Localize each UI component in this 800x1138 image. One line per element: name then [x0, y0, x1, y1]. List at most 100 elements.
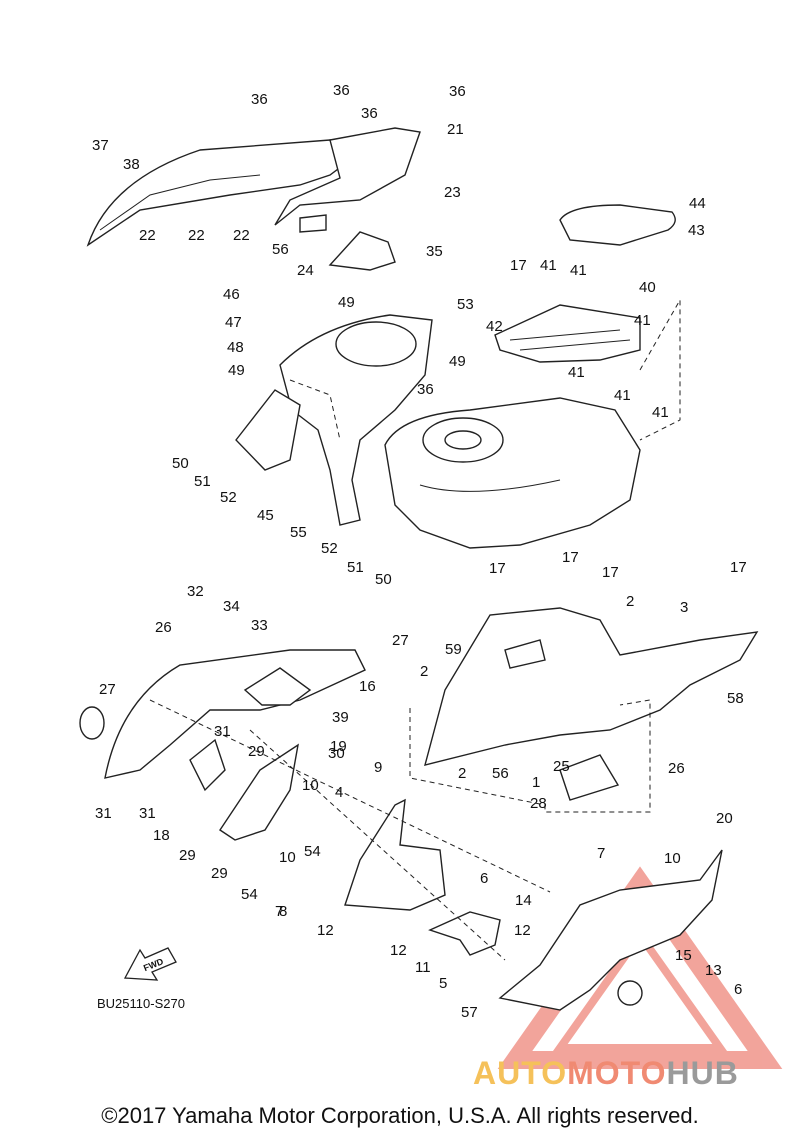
- callout-41: 41: [634, 312, 651, 329]
- callout-6: 6: [734, 981, 742, 998]
- callout-10: 10: [279, 849, 296, 866]
- callout-3: 3: [680, 599, 688, 616]
- callout-26: 26: [155, 619, 172, 636]
- callout-59: 59: [445, 641, 462, 658]
- diagram-code: BU25110-S270: [97, 996, 185, 1011]
- callout-14: 14: [515, 892, 532, 909]
- callout-23: 23: [444, 184, 461, 201]
- callout-4: 4: [335, 784, 343, 801]
- callout-41: 41: [540, 257, 557, 274]
- callout-26: 26: [668, 760, 685, 777]
- callout-51: 51: [347, 559, 364, 576]
- reference-box-tank: [639, 298, 681, 441]
- callout-2: 2: [626, 593, 634, 610]
- rear-cover-43: [559, 204, 676, 246]
- side-cowl-25: [79, 649, 366, 779]
- callout-12: 12: [390, 942, 407, 959]
- callout-57: 57: [461, 1004, 478, 1021]
- callout-12: 12: [317, 922, 334, 939]
- inner-panel-8: [344, 798, 446, 911]
- callout-34: 34: [223, 598, 240, 615]
- callout-52: 52: [321, 540, 338, 557]
- callout-36: 36: [417, 381, 434, 398]
- brackets-28-30: [189, 738, 299, 841]
- callout-49: 49: [338, 294, 355, 311]
- watermark-auto: AUTO: [473, 1055, 568, 1091]
- callout-38: 38: [123, 156, 140, 173]
- callout-40: 40: [639, 279, 656, 296]
- callout-17: 17: [602, 564, 619, 581]
- callout-31: 31: [139, 805, 156, 822]
- callout-41: 41: [652, 404, 669, 421]
- callout-29: 29: [179, 847, 196, 864]
- callout-16: 16: [359, 678, 376, 695]
- callout-6: 6: [480, 870, 488, 887]
- watermark-text: AUTOMOTOHUB: [473, 1055, 739, 1092]
- callout-25: 25: [553, 758, 570, 775]
- callout-43: 43: [688, 222, 705, 239]
- watermark-moto: MOTO: [567, 1055, 667, 1091]
- fwd-arrow-icon: FWD: [123, 947, 177, 981]
- callout-19: 19: [330, 738, 347, 755]
- tank-cover-45: [235, 314, 433, 526]
- callout-41: 41: [614, 387, 631, 404]
- callout-58: 58: [727, 690, 744, 707]
- callout-45: 45: [257, 507, 274, 524]
- copyright-text: ©2017 Yamaha Motor Corporation, U.S.A. A…: [101, 1103, 699, 1128]
- bracket-11: [428, 911, 501, 956]
- callout-36: 36: [449, 83, 466, 100]
- callout-35: 35: [426, 243, 443, 260]
- fuel-tank: [384, 397, 641, 549]
- callout-24: 24: [297, 262, 314, 279]
- callout-7: 7: [597, 845, 605, 862]
- seat-side-cover: [86, 127, 421, 271]
- callout-41: 41: [568, 364, 585, 381]
- callout-27: 27: [392, 632, 409, 649]
- callout-52: 52: [220, 489, 237, 506]
- callout-22: 22: [139, 227, 156, 244]
- bracket-40: [494, 304, 641, 363]
- watermark-hub: HUB: [666, 1055, 739, 1091]
- callout-47: 47: [225, 314, 242, 331]
- callout-54: 54: [241, 886, 258, 903]
- callout-13: 13: [705, 962, 722, 979]
- callout-31: 31: [214, 723, 231, 740]
- callout-21: 21: [447, 121, 464, 138]
- callout-2: 2: [420, 663, 428, 680]
- callout-10: 10: [664, 850, 681, 867]
- callout-44: 44: [689, 195, 706, 212]
- callout-17: 17: [562, 549, 579, 566]
- callout-29: 29: [248, 743, 265, 760]
- callout-32: 32: [187, 583, 204, 600]
- callout-10: 10: [302, 777, 319, 794]
- callout-36: 36: [361, 105, 378, 122]
- callout-50: 50: [172, 455, 189, 472]
- callout-1: 1: [532, 774, 540, 791]
- callout-49: 49: [449, 353, 466, 370]
- callout-41: 41: [570, 262, 587, 279]
- callout-48: 48: [227, 339, 244, 356]
- reference-box-cowl: [149, 699, 551, 893]
- callout-50: 50: [375, 571, 392, 588]
- callout-28: 28: [530, 795, 547, 812]
- callout-33: 33: [251, 617, 268, 634]
- callout-17: 17: [510, 257, 527, 274]
- side-cover-1: [424, 607, 759, 801]
- callout-36: 36: [333, 82, 350, 99]
- callout-46: 46: [223, 286, 240, 303]
- callout-17: 17: [730, 559, 747, 576]
- callout-29: 29: [211, 865, 228, 882]
- callout-56: 56: [272, 241, 289, 258]
- lower-cowl-5: [498, 849, 723, 1011]
- callout-54: 54: [304, 843, 321, 860]
- callout-8: 8: [279, 903, 287, 920]
- callout-42: 42: [486, 318, 503, 335]
- callout-53: 53: [457, 296, 474, 313]
- callout-22: 22: [188, 227, 205, 244]
- callout-36: 36: [251, 91, 268, 108]
- callout-22: 22: [233, 227, 250, 244]
- callout-7: 7: [275, 903, 283, 920]
- callout-17: 17: [489, 560, 506, 577]
